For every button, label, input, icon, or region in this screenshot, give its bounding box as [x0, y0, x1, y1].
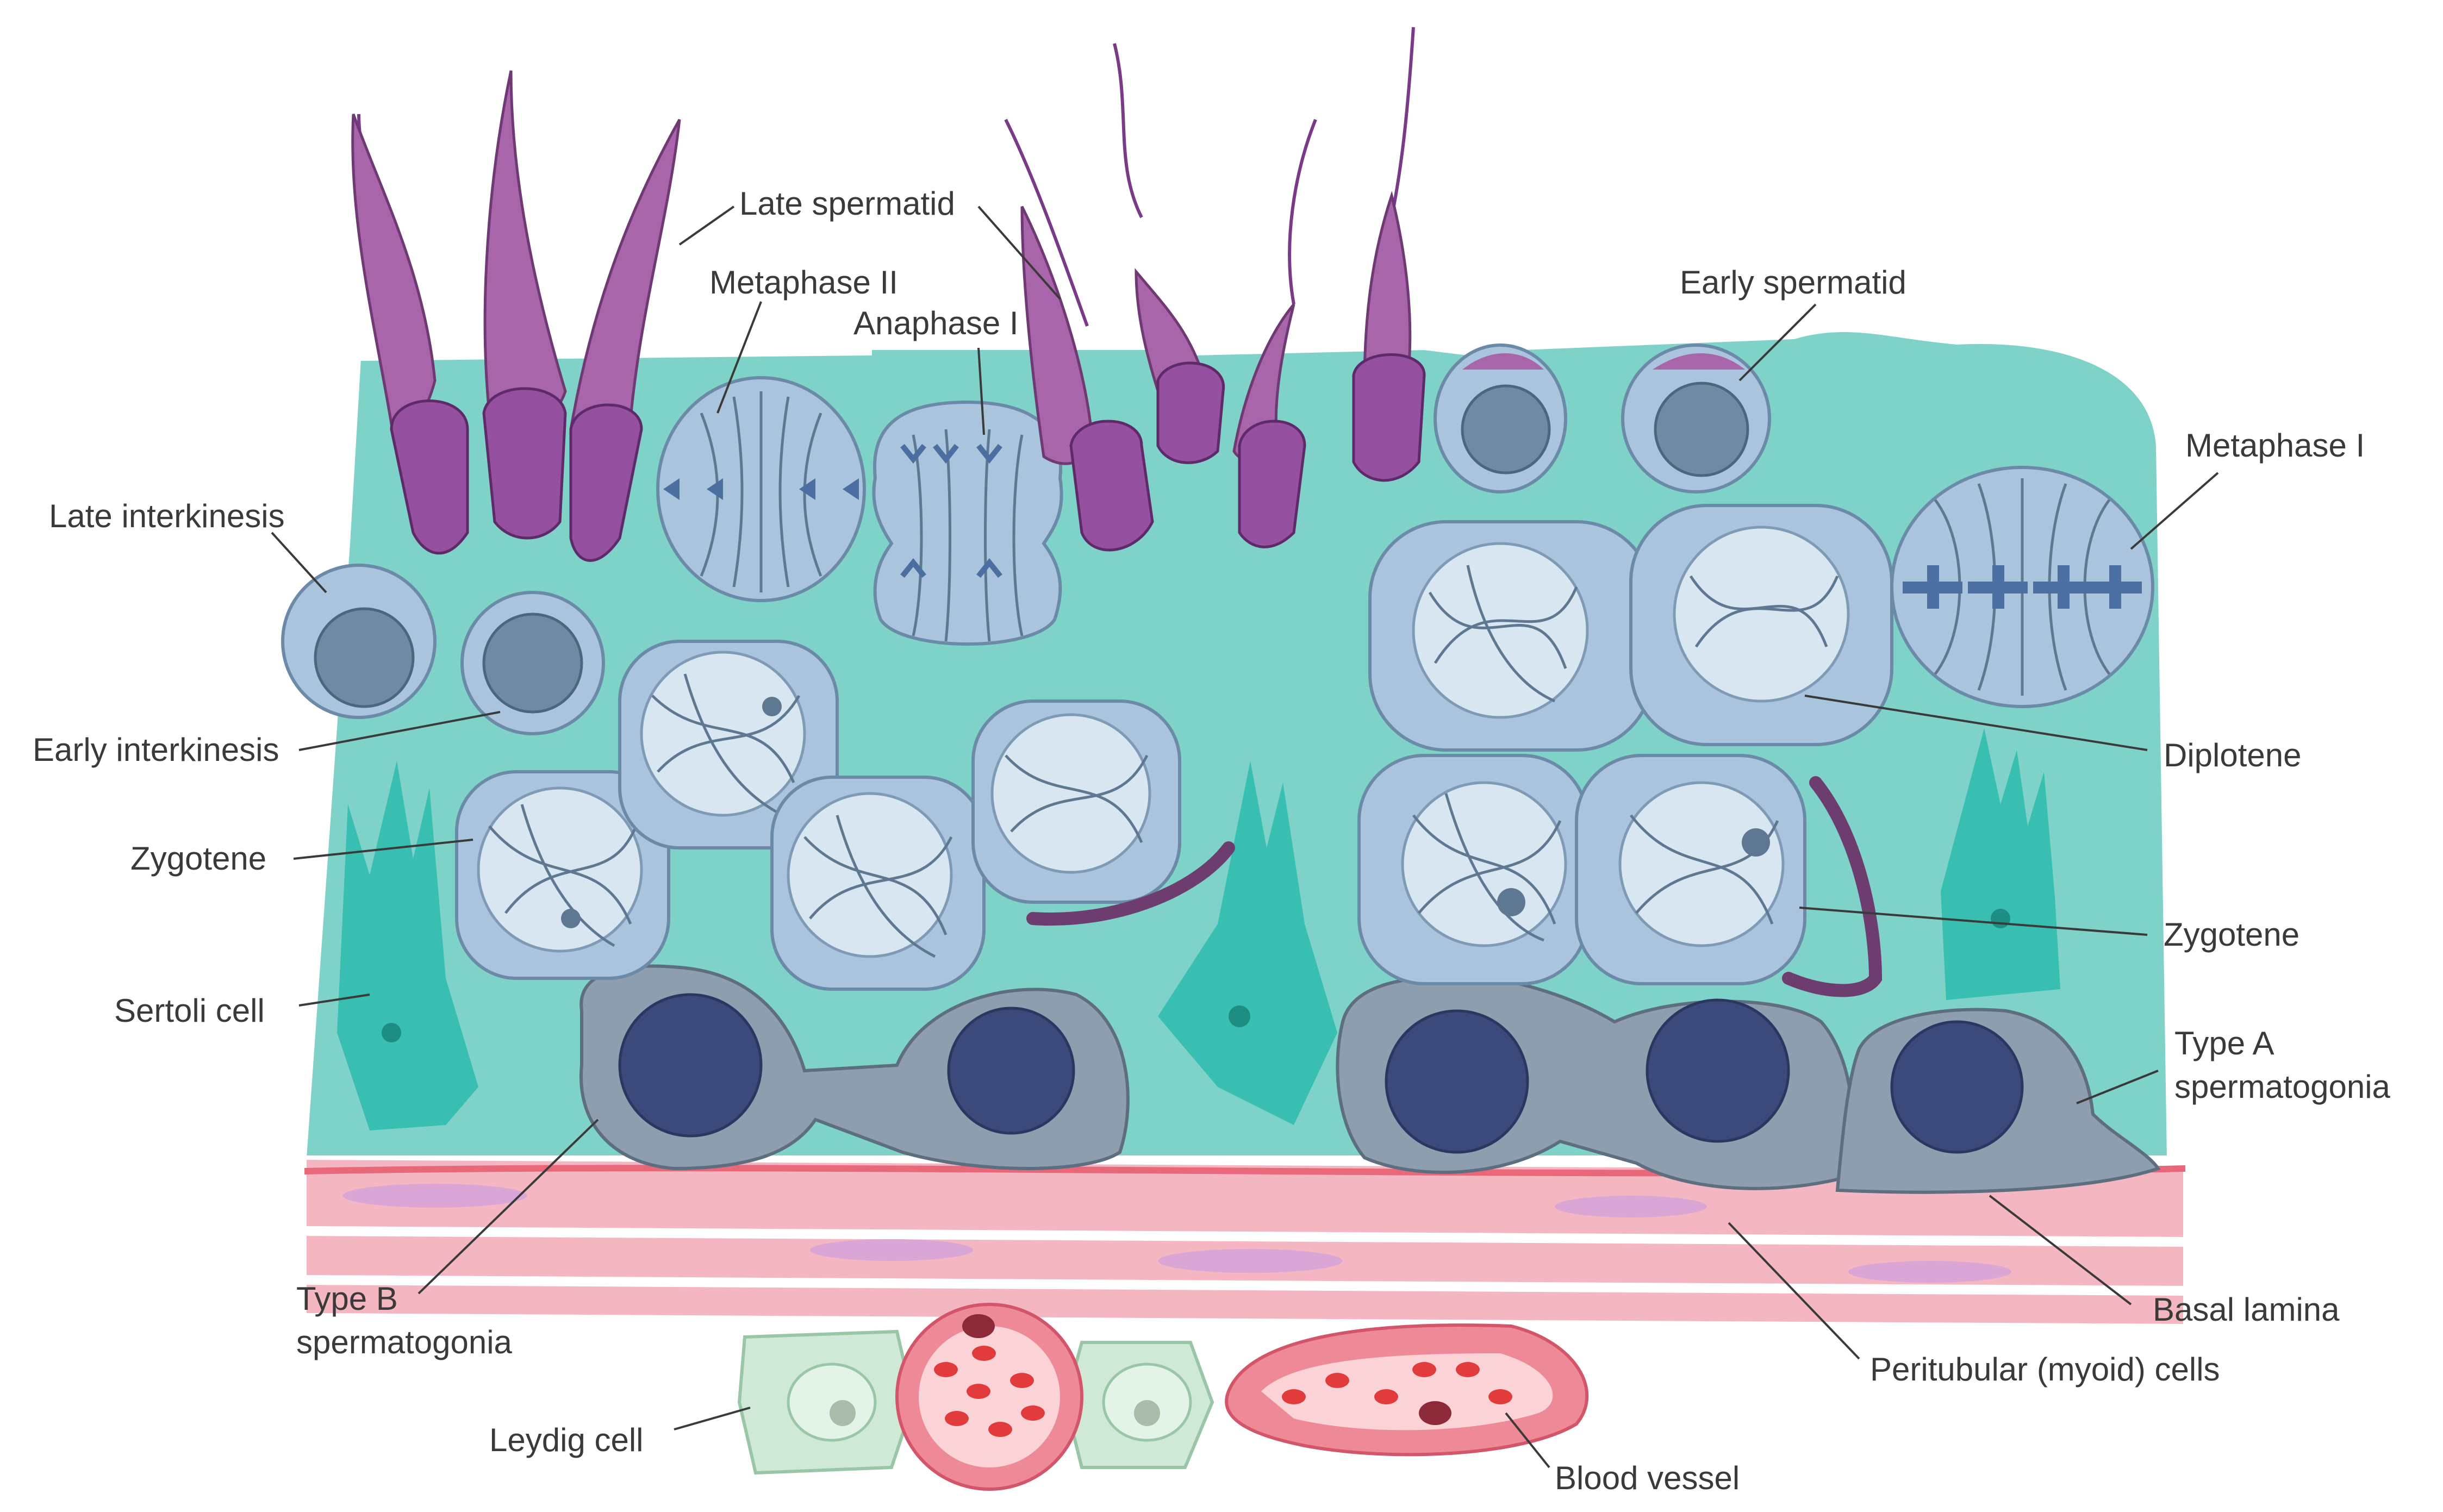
late-interkinesis-cell — [281, 564, 437, 719]
label-peritubular: Peritubular (myoid) cells — [1870, 1351, 2220, 1388]
label-type-a-line2: spermatogonia — [2174, 1069, 2391, 1105]
diplotene-cells — [1368, 504, 1893, 752]
label-late-interkinesis: Late interkinesis — [49, 498, 285, 534]
label-basal-lamina: Basal lamina — [2153, 1291, 2340, 1328]
sertoli-cell-left — [337, 761, 478, 1130]
label-diplotene: Diplotene — [2164, 737, 2302, 773]
leader-lines — [271, 205, 2219, 1469]
sertoli-cell-middle — [1158, 761, 1337, 1125]
blood-vessel-elongated — [1225, 1323, 1589, 1457]
label-anaphase-i: Anaphase I — [853, 305, 1019, 341]
label-type-b-line1: Type B — [296, 1280, 398, 1317]
blood-vessel-round — [895, 1303, 1083, 1491]
early-spermatids — [1434, 343, 1771, 493]
zygotene-cells-left — [455, 640, 1235, 991]
sertoli-cell-right — [1941, 728, 2060, 1000]
label-zygotene-right: Zygotene — [2164, 916, 2299, 953]
label-metaphase-ii: Metaphase II — [709, 264, 898, 301]
label-metaphase-i: Metaphase I — [2185, 427, 2365, 464]
label-leydig-cell: Leydig cell — [489, 1422, 644, 1458]
anaphase-i-cell — [872, 400, 1063, 646]
label-late-spermatid: Late spermatid — [739, 185, 955, 222]
label-blood-vessel: Blood vessel — [1555, 1460, 1740, 1496]
sex-vesicle — [1026, 841, 1235, 926]
late-spermatids — [351, 27, 1426, 562]
early-interkinesis-cell — [460, 591, 605, 735]
label-early-interkinesis: Early interkinesis — [33, 732, 279, 768]
metaphase-i-cell — [1890, 466, 2154, 708]
label-type-b-line2: spermatogonia — [296, 1324, 513, 1360]
label-sertoli-cell: Sertoli cell — [114, 992, 265, 1029]
label-type-a-line1: Type A — [2174, 1025, 2274, 1061]
label-early-spermatid: Early spermatid — [1680, 264, 1906, 301]
zygotene-cells-right — [1357, 754, 1883, 997]
type-a-spermatogonia — [1336, 974, 2161, 1194]
metaphase-ii-cell — [656, 376, 866, 602]
type-b-spermatogonia — [579, 964, 1130, 1171]
label-zygotene-left: Zygotene — [130, 840, 266, 877]
leydig-cells — [737, 1329, 1214, 1475]
